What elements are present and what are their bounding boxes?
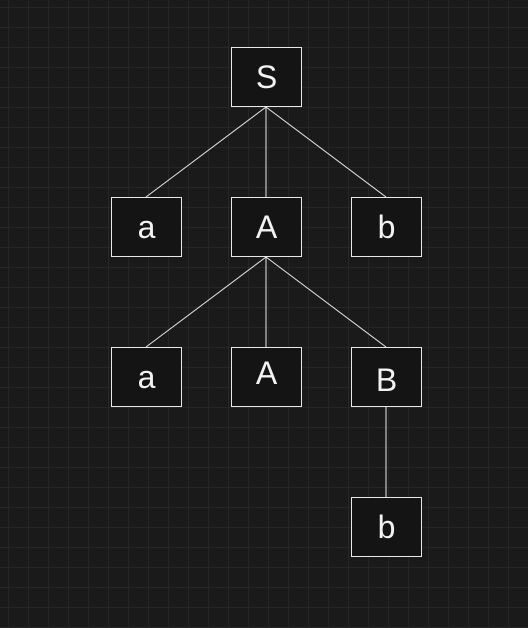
- edge-S-b1: [265, 106, 387, 198]
- node-a-lower-label: a: [137, 359, 156, 395]
- edge-A1-a2: [145, 256, 267, 348]
- node-B-label: B: [375, 362, 398, 398]
- node-A-lower-label: A: [255, 355, 278, 391]
- node-A-middle[interactable]: A: [231, 197, 302, 257]
- node-b-right[interactable]: b: [351, 197, 422, 257]
- node-a-left[interactable]: a: [111, 197, 182, 257]
- node-a-lower[interactable]: a: [111, 347, 182, 407]
- node-b-leaf-label: b: [377, 509, 396, 545]
- node-S-label: S: [255, 59, 278, 95]
- node-A-middle-label: A: [255, 209, 278, 245]
- node-A-lower[interactable]: A: [231, 347, 302, 407]
- edge-S-a1: [145, 106, 267, 198]
- node-b-right-label: b: [377, 209, 396, 245]
- node-B[interactable]: B: [351, 347, 422, 407]
- edge-A1-B: [265, 256, 387, 348]
- node-S[interactable]: S: [231, 47, 302, 107]
- node-a-left-label: a: [137, 209, 156, 245]
- node-b-leaf[interactable]: b: [351, 497, 422, 557]
